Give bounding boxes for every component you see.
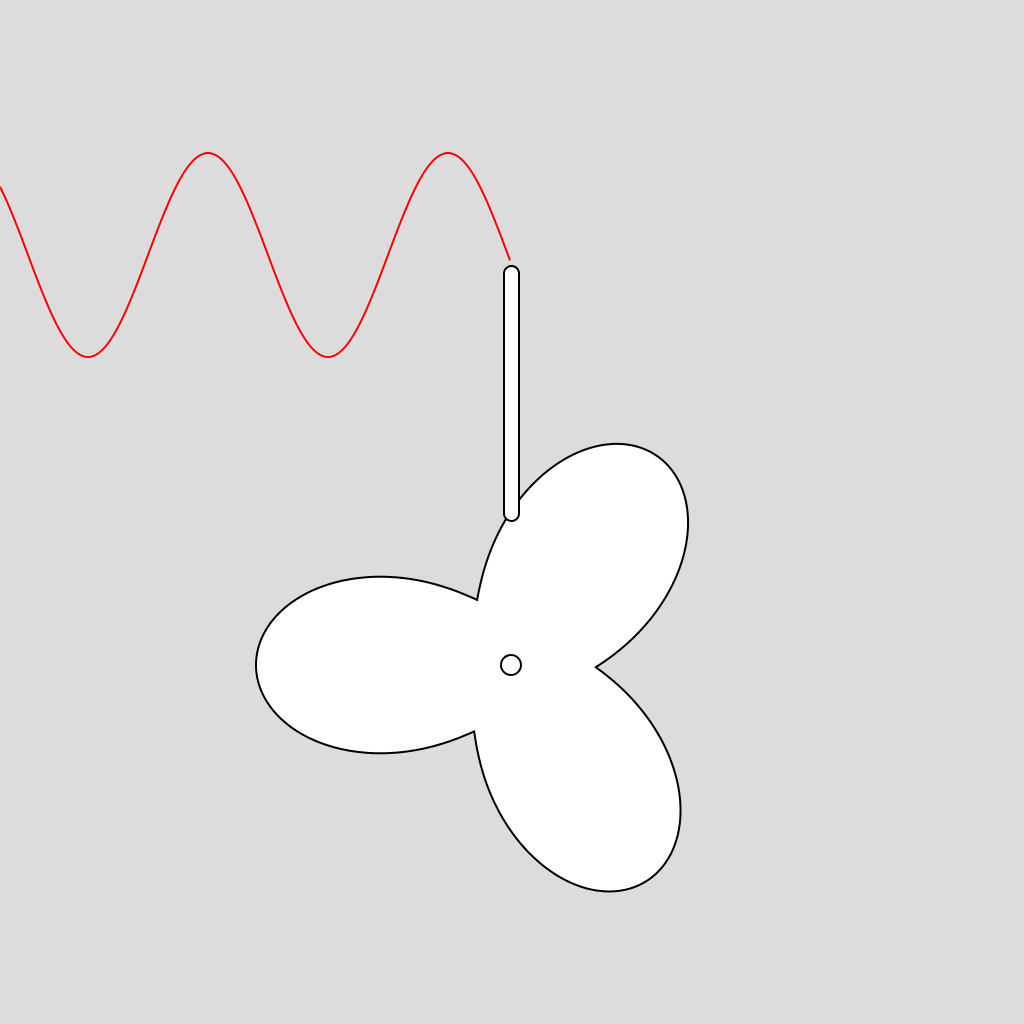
three-lobed-rotor — [254, 442, 690, 893]
rotor-hub-hole — [500, 654, 522, 676]
sine-wave — [0, 151, 511, 359]
vertical-rod — [503, 265, 520, 522]
